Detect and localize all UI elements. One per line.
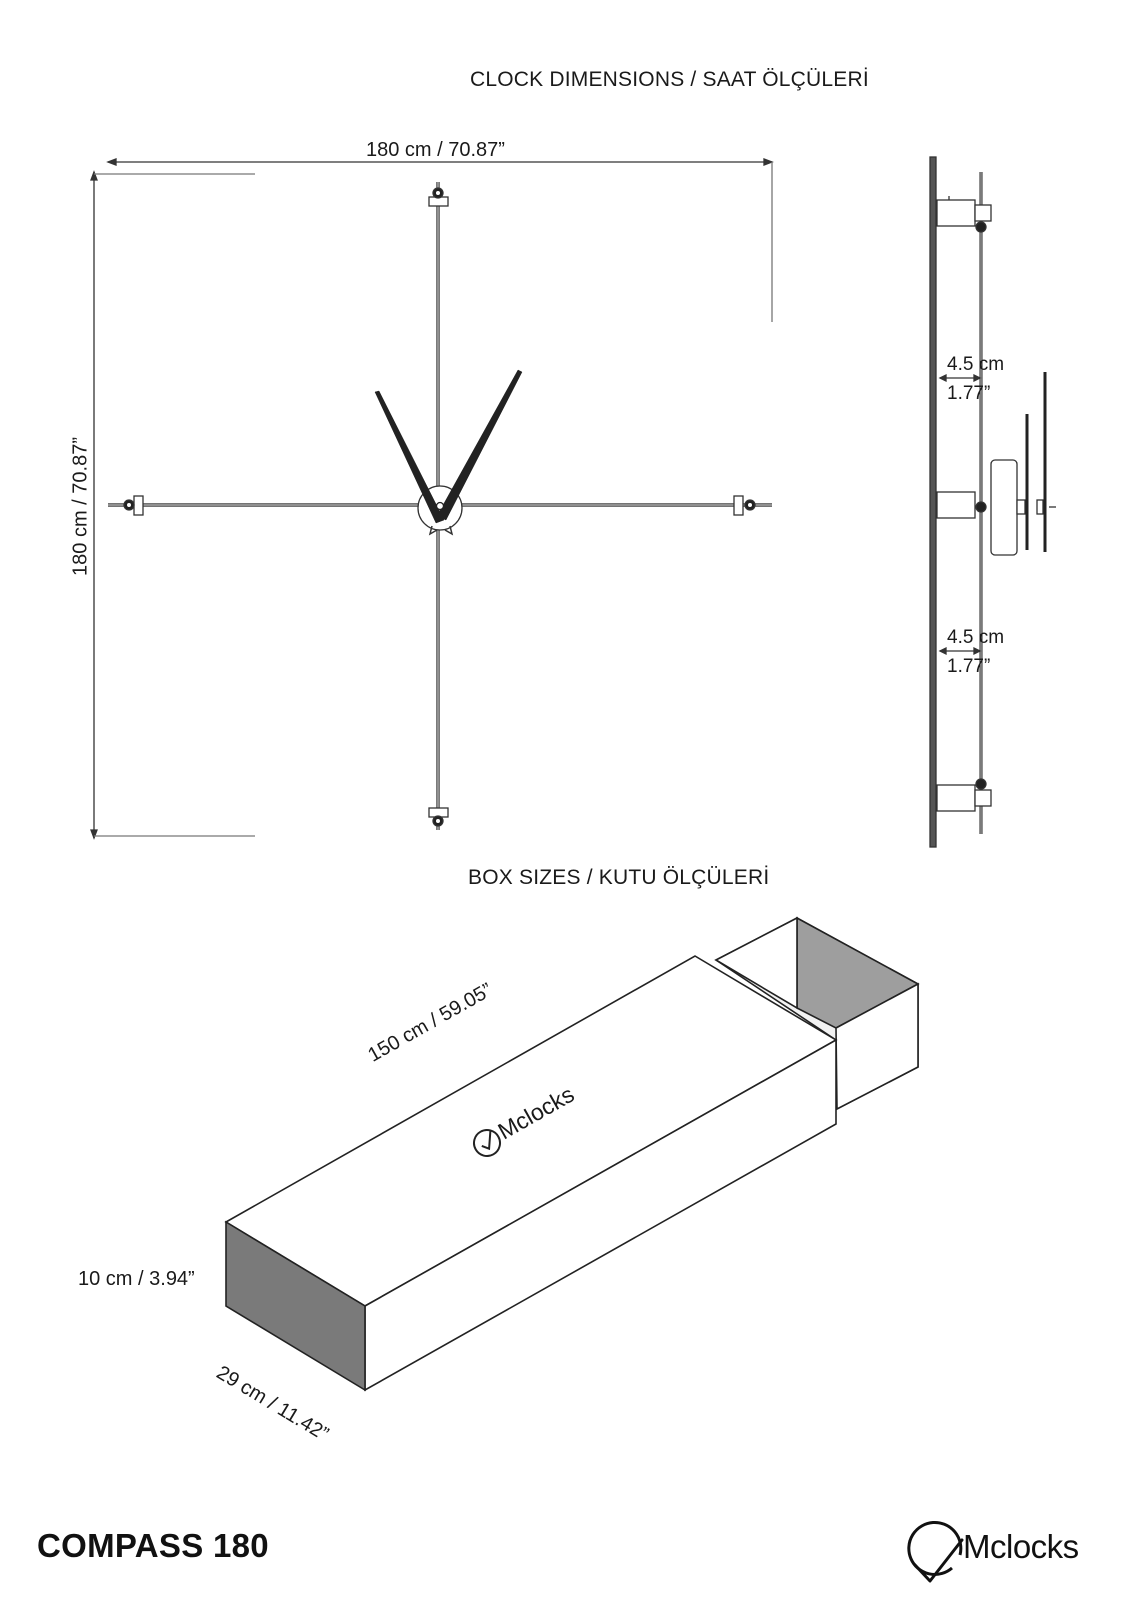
- offset-bottom-in: 1.77”: [947, 656, 991, 677]
- clock-width-label: 180 cm / 70.87”: [366, 139, 505, 161]
- offset-bottom-cm: 4.5 cm: [947, 627, 1005, 648]
- spacer-top: [936, 196, 992, 233]
- wall: [929, 156, 937, 848]
- brand-logo-mark: [907, 1520, 964, 1583]
- clock-dimensions-heading: CLOCK DIMENSIONS / SAAT ÖLÇÜLERİ: [470, 68, 869, 91]
- product-name: COMPASS 180: [37, 1527, 269, 1564]
- brand-logo-text: Mclocks: [963, 1528, 1079, 1565]
- arm-tip-top: [428, 187, 449, 207]
- arm-tip-bottom: [428, 807, 449, 827]
- offset-top-in: 1.77”: [947, 383, 991, 404]
- hand-right: [436, 369, 523, 521]
- box-height-label: 10 cm / 3.94”: [78, 1268, 195, 1290]
- hand-left: [374, 390, 445, 524]
- arm-tip-left: [123, 495, 144, 516]
- movement-assembly: [936, 372, 1056, 556]
- width-arrow-right: [763, 158, 774, 166]
- box-sizes-heading: BOX SIZES / KUTU ÖLÇÜLERİ: [468, 866, 770, 889]
- arm-tip-right: [733, 495, 756, 516]
- box-logo-mark: [473, 1129, 501, 1157]
- height-arrow-bottom: [90, 829, 98, 840]
- front-view: [90, 158, 774, 840]
- height-arrow-top: [90, 170, 98, 181]
- packaging-box: [224, 916, 920, 1392]
- tray-side: [714, 916, 798, 1010]
- width-arrow-left: [106, 158, 117, 166]
- side-view: [929, 156, 1056, 848]
- box-end: [225, 1220, 366, 1392]
- clock-height-label: 180 cm / 70.87”: [69, 437, 92, 576]
- offset-top-cm: 4.5 cm: [947, 354, 1005, 375]
- spacer-bottom: [936, 778, 992, 812]
